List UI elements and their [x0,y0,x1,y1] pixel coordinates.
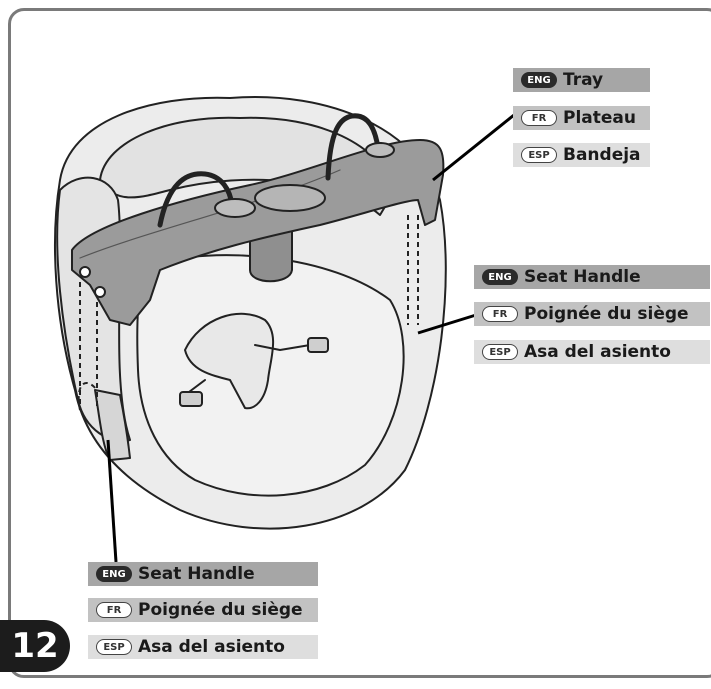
tray-label-eng-text: Tray [563,70,603,90]
seat-handle-right-label-esp: ESP Asa del asiento [474,340,710,364]
seat-handle-right-label-fr: FR Poignée du siège [474,302,710,326]
tray-label-esp: ESP Bandeja [513,143,650,167]
tray-label-eng: ENG Tray [513,68,650,92]
seat-handle-right-label-esp-text: Asa del asiento [524,342,671,362]
seat-handle-right-label-eng-text: Seat Handle [524,267,641,287]
eng-badge-icon: ENG [521,72,557,88]
tray-label-esp-text: Bandeja [563,145,641,165]
seat-handle-left-label-eng: ENG Seat Handle [88,562,318,586]
esp-badge-icon: ESP [96,639,132,655]
eng-badge-icon: ENG [96,566,132,582]
fr-badge-icon: FR [96,602,132,618]
seat-handle-right-label-fr-text: Poignée du siège [524,304,689,324]
cup-holder [255,185,325,211]
buckle-right [308,338,328,352]
eng-badge-icon: ENG [482,269,518,285]
tray-label-fr-text: Plateau [563,108,636,128]
tray-label-fr: FR Plateau [513,106,650,130]
seat-handle-left-label-fr: FR Poignée du siège [88,598,318,622]
seat-handle-left-label-eng-text: Seat Handle [138,564,255,584]
tray-toy-right [366,143,394,157]
seat-handle-left-label-esp: ESP Asa del asiento [88,635,318,659]
buckle-left [180,392,202,406]
seat-pad [137,255,403,495]
esp-badge-icon: ESP [521,147,557,163]
fr-badge-icon: FR [521,110,557,126]
page-number: 12 [0,620,70,672]
tray-toy-center [215,199,255,217]
fr-badge-icon: FR [482,306,518,322]
esp-badge-icon: ESP [482,344,518,360]
seat-handle-right-label-eng: ENG Seat Handle [474,265,710,289]
seat-handle-left-label-esp-text: Asa del asiento [138,637,285,657]
seat-handle-left-label-fr-text: Poignée du siège [138,600,303,620]
